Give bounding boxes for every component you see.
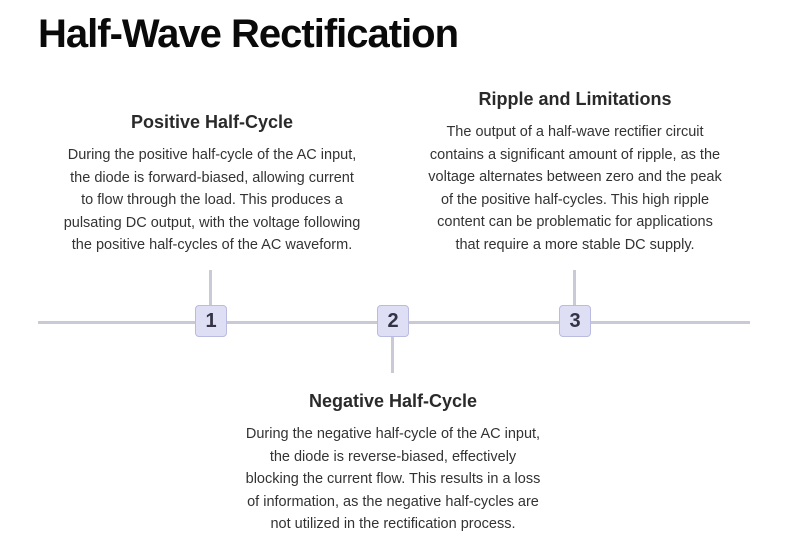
step-2: Negative Half-Cycle During the negative … (223, 389, 563, 536)
step-3-line: voltage alternates between zero and the … (428, 169, 722, 186)
connector-step-2 (391, 336, 394, 373)
page-title: Half-Wave Rectification (38, 12, 459, 56)
step-3-line: The output of a half-wave rectifier circ… (446, 124, 704, 140)
step-2-line: blocking the current flow. This results … (245, 471, 541, 488)
step-3-line: content can be problematic for applicati… (437, 214, 713, 231)
step-2-line: the diode is reverse-biased, effectively (269, 448, 517, 465)
connector-step-1 (209, 270, 212, 310)
step-1-marker: 1 (195, 305, 227, 337)
step-3-line: contains a significant amount of ripple,… (429, 146, 721, 163)
step-2-heading: Negative Half-Cycle (308, 391, 478, 411)
step-1-line: the diode is forward-biased, allowing cu… (70, 169, 354, 186)
step-1-description: During the positive half-cycle of the AC… (42, 144, 382, 257)
step-3-marker: 3 (559, 305, 591, 337)
step-1-line: pulsating DC output, with the voltage fo… (63, 214, 361, 231)
step-1-line: to flow through the load. This produces … (81, 192, 343, 209)
step-1-heading: Positive Half-Cycle (130, 112, 294, 132)
connector-step-3 (573, 270, 576, 310)
step-3-line: that require a more stable DC supply. (455, 236, 695, 253)
step-3-heading: Ripple and Limitations (478, 89, 672, 109)
step-2-line: not utilized in the rectification proces… (270, 516, 516, 533)
step-2-marker: 2 (377, 305, 409, 337)
step-3: Ripple and Limitations The output of a h… (405, 87, 745, 257)
step-3-description: The output of a half-wave rectifier circ… (405, 121, 745, 257)
step-2-line: of information, as the negative half-cyc… (247, 493, 539, 510)
step-3-line: of the positive half-cycles. This high r… (440, 191, 710, 208)
step-1-line: the positive half-cycles of the AC wavef… (71, 237, 353, 254)
step-2-line: During the negative half-cycle of the AC… (245, 426, 541, 442)
step-2-description: During the negative half-cycle of the AC… (223, 423, 563, 536)
step-1: Positive Half-Cycle During the positive … (42, 110, 382, 257)
step-1-line: During the positive half-cycle of the AC… (67, 147, 357, 163)
